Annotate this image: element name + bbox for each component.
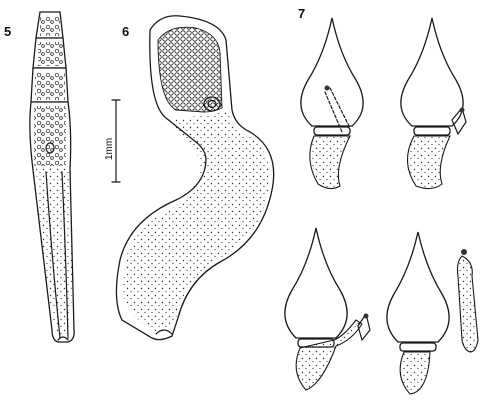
figure-7-capsule-top-left bbox=[300, 17, 364, 190]
figure-5-label: 5 bbox=[4, 24, 12, 39]
scale-bar bbox=[111, 99, 121, 183]
figure-5-strobila bbox=[29, 11, 75, 343]
figure-7-label: 7 bbox=[298, 6, 306, 21]
figure-6-proglottid bbox=[115, 15, 275, 341]
figure-6-label: 6 bbox=[122, 24, 130, 39]
figure-7-capsule-bottom-left bbox=[284, 227, 371, 391]
figure-7-capsule-bottom-right bbox=[386, 231, 479, 395]
figure-7-capsule-top-right bbox=[400, 17, 467, 190]
scale-bar-label: 1mm bbox=[104, 137, 115, 160]
